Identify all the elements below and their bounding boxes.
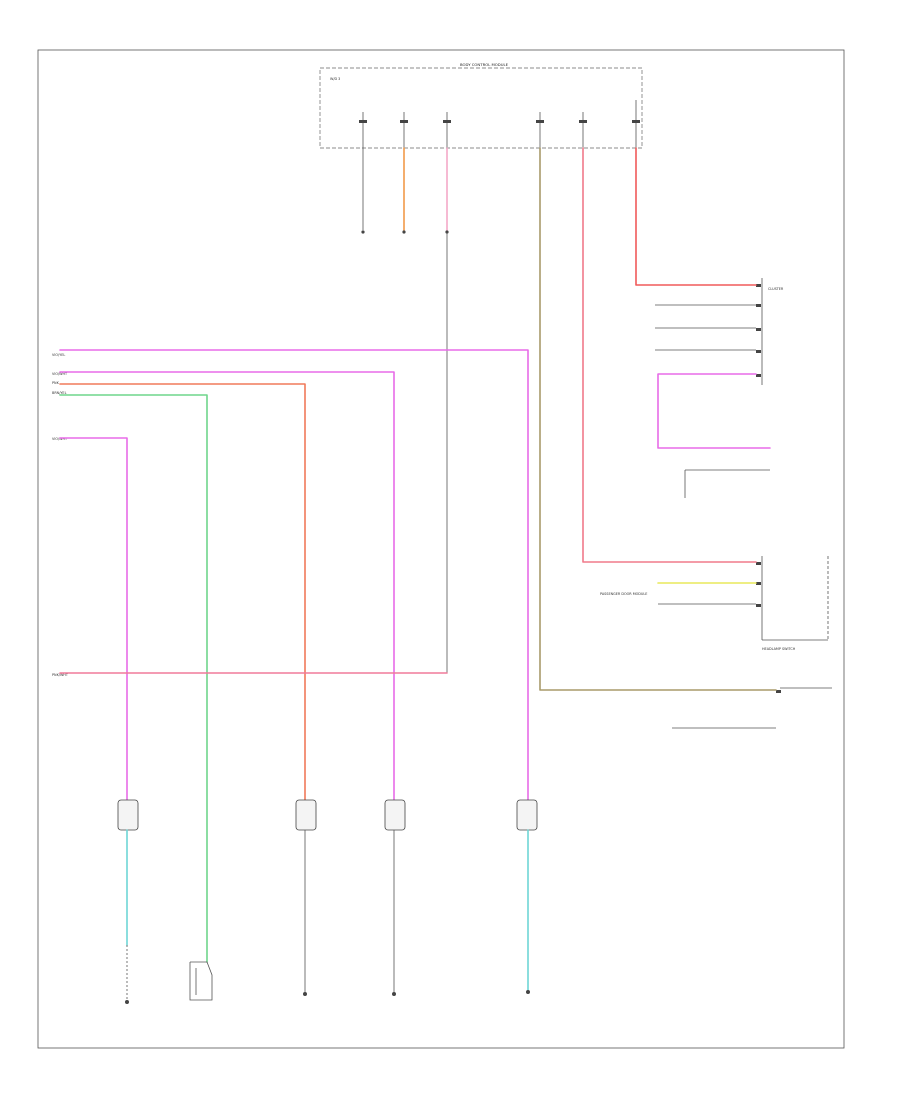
- top-module-title: BODY CONTROL MODULE: [460, 62, 509, 67]
- top-module: BODY CONTROL MODULE W/D 3: [319, 62, 643, 149]
- right-stub-wires: [655, 304, 776, 729]
- violet-bus-wire-1: [59, 349, 529, 801]
- left-ref-1: VIO/YEL: [52, 353, 65, 357]
- red-wire-upper: [635, 147, 757, 286]
- violet-bus-wire-3: [59, 437, 128, 801]
- lamp-2: [295, 799, 317, 996]
- green-bus-wire: [59, 394, 208, 963]
- diagram-frame: [37, 49, 845, 1049]
- left-ref-3: PNK: [52, 381, 60, 385]
- right-ckt-label-1: CLUSTER: [768, 287, 784, 291]
- red-wire-lower: [582, 147, 757, 563]
- module-internal-contacts: [359, 100, 640, 148]
- top-module-ref: W/D 3: [330, 77, 340, 81]
- violet-loop-wire: [657, 373, 771, 449]
- sensor-symbol: [189, 961, 213, 1001]
- right-connector-lower: HEADLAMP SWITCH: [756, 556, 829, 651]
- lamp-4: [516, 799, 538, 994]
- lamp-1: [117, 799, 139, 1004]
- left-ref-6: PNK/WHT: [52, 673, 69, 677]
- orange-bus-wire: [59, 383, 306, 801]
- right-connector-upper: CLUSTER: [756, 278, 784, 385]
- top-module-box: [319, 67, 643, 149]
- violet-bus-wire-2: [59, 371, 395, 801]
- left-ref-5: VIO/WHT: [52, 437, 68, 441]
- lamp-3: [384, 799, 406, 996]
- left-ref-2: VIO/WHT: [52, 372, 68, 376]
- right-ckt-label-3: PASSENGER DOOR MODULE: [600, 592, 647, 596]
- right-ckt-label-2: HEADLAMP SWITCH: [762, 647, 796, 651]
- tan-wire: [539, 147, 777, 691]
- right-connector-bottom: [776, 687, 832, 693]
- top-drop-wires: [361, 147, 449, 234]
- left-ref-4: BRN/YEL: [52, 391, 67, 395]
